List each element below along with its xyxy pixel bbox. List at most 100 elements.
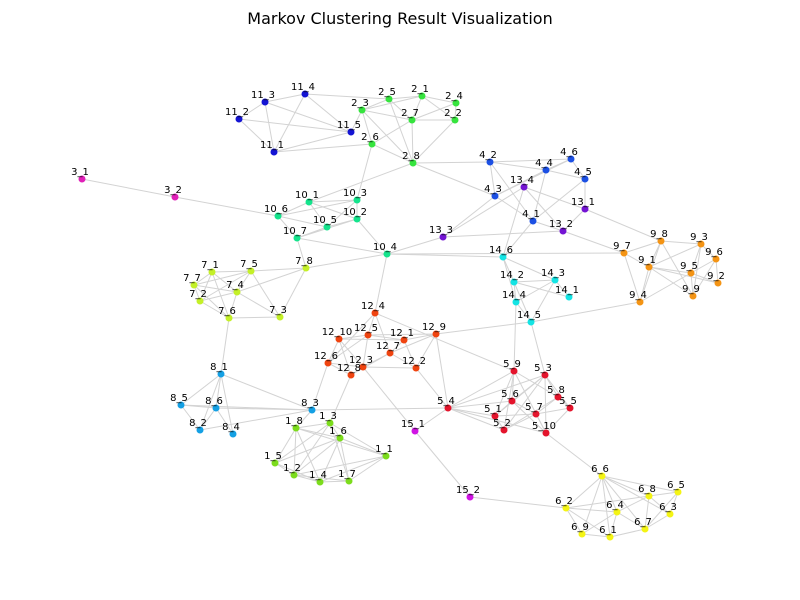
- edge-5_4-5_9: [447, 370, 515, 409]
- edge-12_4-5_9: [374, 312, 515, 372]
- edge-9_5-9_9: [690, 272, 694, 297]
- node-label-6_6: 6_6: [591, 464, 609, 475]
- node-label-5_8: 5_8: [547, 385, 565, 396]
- node-label-10_7: 10_7: [283, 226, 307, 237]
- node-label-12_5: 12_5: [354, 323, 378, 334]
- node-4_5: 4_5: [574, 167, 592, 183]
- node-6_9: 6_9: [571, 522, 589, 538]
- node-11_4: 11_4: [291, 82, 315, 98]
- node-5_8: 5_8: [547, 385, 565, 401]
- edge-6_1-6_4: [609, 511, 618, 538]
- node-label-3_2: 3_2: [164, 185, 182, 196]
- node-marker-7_6: [225, 314, 233, 322]
- node-marker-7_3: [276, 313, 284, 321]
- edge-12_6-12_10: [327, 338, 340, 364]
- node-marker-14_6: [499, 253, 507, 261]
- node-label-12_6: 12_6: [314, 351, 338, 362]
- edge-7_3-7_4: [236, 291, 281, 318]
- node-label-7_8: 7_8: [295, 256, 313, 267]
- edge-9_6-9_9: [692, 258, 717, 297]
- page-title: Markov Clustering Result Visualization: [247, 9, 553, 28]
- edge-4_2-4_3: [489, 161, 496, 197]
- edge-6_4-6_7: [616, 511, 646, 530]
- node-6_7: 6_7: [634, 517, 652, 533]
- node-1_1: 1_1: [375, 444, 393, 460]
- edge-2_4-2_7: [411, 102, 457, 121]
- edge-12_2-12_7: [389, 352, 417, 369]
- edge-10_3-2_6: [356, 143, 373, 201]
- edge-9_8-9_9: [660, 240, 694, 297]
- node-label-13_3: 13_3: [429, 225, 453, 236]
- node-marker-5_2: [500, 426, 508, 434]
- node-5_7: 5_7: [525, 402, 543, 418]
- node-marker-5_7: [532, 410, 540, 418]
- node-7_7: 7_7: [183, 273, 201, 289]
- node-label-1_4: 1_4: [309, 470, 327, 481]
- edge-9_7-9_8: [623, 240, 662, 254]
- node-label-10_6: 10_6: [264, 204, 288, 215]
- node-marker-1_4: [316, 478, 324, 486]
- edge-5_6-5_10: [511, 400, 547, 434]
- edge-11_4-11_5: [304, 93, 352, 133]
- node-marker-12_7: [386, 349, 394, 357]
- node-label-2_6: 2_6: [361, 132, 379, 143]
- edge-1_3-1_8: [295, 422, 331, 429]
- node-label-3_1: 3_1: [71, 167, 89, 178]
- edge-14_5-5_3: [530, 321, 546, 376]
- node-14_5: 14_5: [517, 310, 541, 326]
- node-4_2: 4_2: [479, 150, 497, 166]
- edge-14_2-14_5: [513, 281, 532, 323]
- edge-6_6-6_7: [601, 475, 646, 530]
- edge-9_1-9_9: [648, 266, 694, 297]
- edge-4_3-13_3: [442, 195, 496, 238]
- node-label-11_5: 11_5: [337, 120, 361, 131]
- node-label-6_5: 6_5: [667, 480, 685, 491]
- edge-1_2-1_8: [293, 427, 297, 476]
- edge-4_1-4_2: [489, 161, 534, 222]
- node-label-14_1: 14_1: [555, 285, 579, 296]
- edge-9_3-9_8: [660, 240, 702, 245]
- edge-6_1-6_9: [581, 533, 611, 538]
- node-9_4: 9_4: [629, 290, 647, 306]
- edge-12_2-12_9: [415, 333, 437, 369]
- edge-7_5-7_7: [193, 270, 252, 286]
- edge-1_3-1_7: [329, 422, 350, 482]
- edge-6_6-6_9: [581, 475, 603, 535]
- node-marker-6_5: [674, 488, 682, 496]
- edge-8_1-8_6: [215, 373, 222, 409]
- edge-11_2-11_5: [238, 118, 352, 133]
- edge-10_1-10_3: [308, 199, 358, 203]
- edge-12_1-12_9: [403, 333, 437, 341]
- node-label-12_9: 12_9: [422, 322, 446, 333]
- node-8_2: 8_2: [189, 418, 207, 434]
- node-12_6: 12_6: [314, 351, 338, 367]
- edge-12_8-1_3: [329, 374, 352, 424]
- edge-8_4-8_6: [215, 407, 234, 435]
- node-label-8_3: 8_3: [301, 398, 319, 409]
- node-9_6: 9_6: [705, 247, 723, 263]
- edge-1_6-1_7: [339, 437, 350, 482]
- edge-8_1-7_6: [220, 317, 230, 375]
- node-marker-6_9: [578, 530, 586, 538]
- node-marker-13_2: [559, 227, 567, 235]
- edge-10_4-10_7: [296, 237, 388, 255]
- node-12_10: 12_10: [322, 327, 352, 343]
- edge-6_4-6_9: [581, 511, 618, 535]
- node-label-5_2: 5_2: [493, 418, 511, 429]
- edge-9_3-9_6: [700, 243, 717, 260]
- edge-1_6-1_8: [295, 427, 341, 439]
- node-10_1: 10_1: [295, 190, 319, 206]
- node-2_4: 2_4: [445, 91, 463, 107]
- node-10_7: 10_7: [283, 226, 307, 242]
- node-5_10: 5_10: [532, 421, 556, 437]
- edge-11_2-11_3: [238, 101, 266, 120]
- edge-3_1-3_2: [81, 178, 176, 198]
- edge-14_4-14_6: [502, 256, 517, 303]
- node-13_4: 13_4: [510, 175, 534, 191]
- node-label-11_2: 11_2: [225, 107, 249, 118]
- node-3_1: 3_1: [71, 167, 89, 183]
- edge-11_1-11_3: [264, 101, 275, 153]
- edge-12_1-12_5: [367, 334, 405, 341]
- node-12_8: 12_8: [337, 363, 361, 379]
- edge-2_1-2_5: [388, 95, 423, 100]
